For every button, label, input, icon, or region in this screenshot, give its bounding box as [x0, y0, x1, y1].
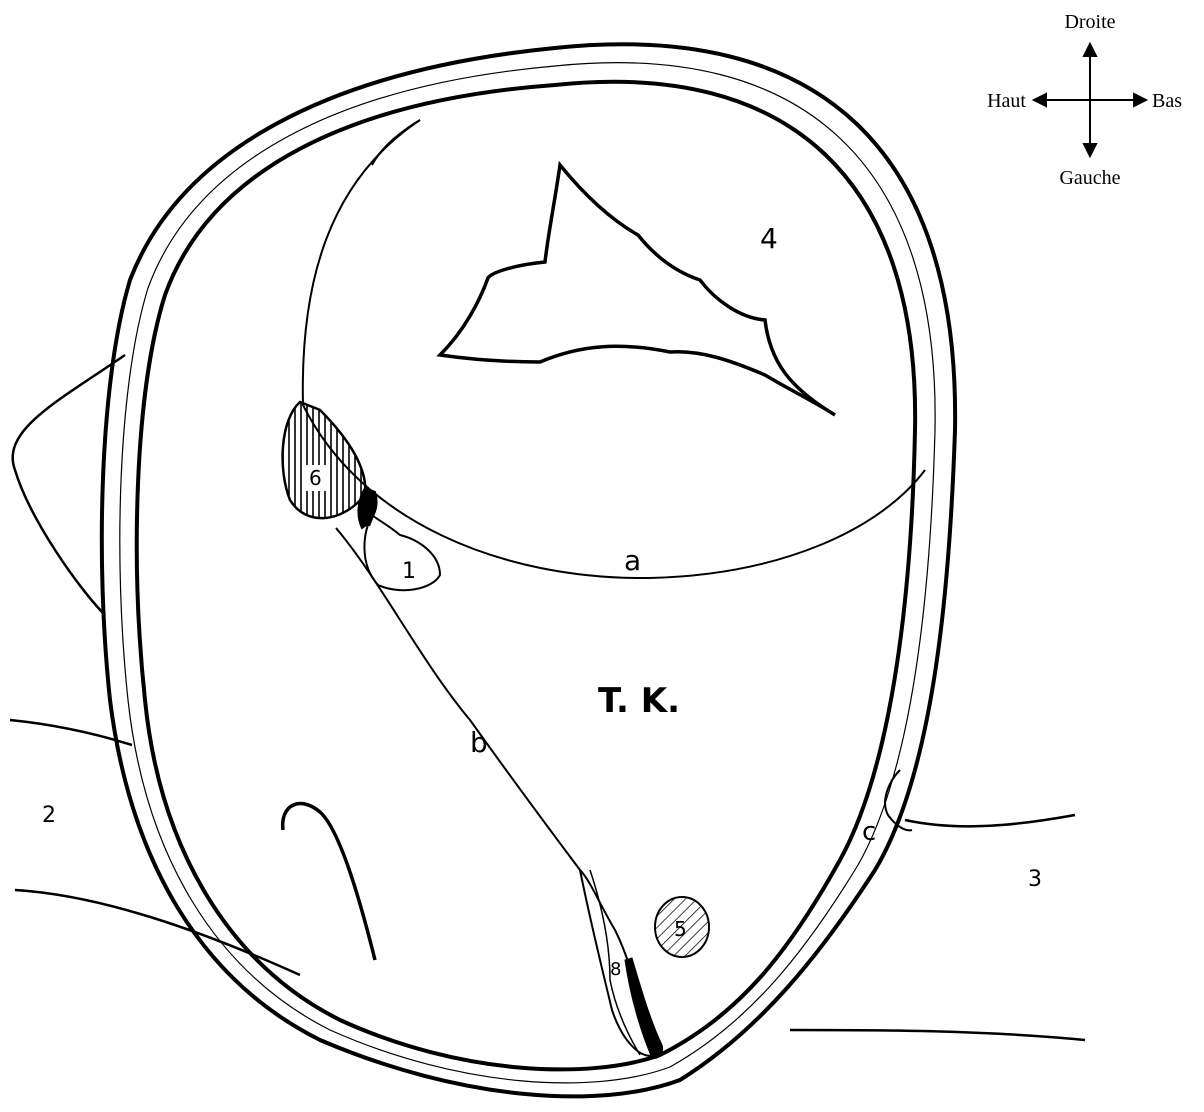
compass-bottom-label: Gauche: [1059, 167, 1120, 189]
label-5: 5: [674, 917, 687, 941]
label-2: 2: [42, 803, 56, 828]
label-1: 1: [402, 559, 416, 584]
wall-inner-layer: [120, 63, 935, 1083]
label-8: 8: [610, 959, 621, 980]
label-6: 6: [309, 466, 322, 490]
label-3: 3: [1028, 867, 1042, 892]
ring-top-line: [372, 120, 420, 165]
striated-nodule-6: [283, 402, 366, 518]
right-lower-band: [790, 1030, 1085, 1040]
ring-structure-4: [303, 120, 925, 578]
arrow-left-icon: [1034, 94, 1046, 106]
orientation-compass: [1034, 44, 1146, 156]
septum-upper: [336, 528, 580, 870]
label-b: b: [470, 726, 488, 759]
arrow-up-icon: [1084, 44, 1096, 56]
label-4: 4: [760, 222, 778, 255]
ring-outline: [303, 120, 925, 578]
hook-curve: [283, 804, 375, 960]
septum-line-b: [336, 528, 655, 1056]
label-a: a: [624, 544, 641, 577]
external-structures: [10, 355, 1085, 1040]
right-upper-band: [905, 815, 1075, 826]
nodule-6-shape: [283, 402, 366, 518]
compass-left-label: Haut: [987, 90, 1026, 112]
cavity-walls: [102, 44, 955, 1096]
label-c: c: [862, 817, 876, 847]
triangular-opening: [440, 165, 835, 415]
compass-top-label: Droite: [1064, 11, 1115, 33]
arrow-down-icon: [1084, 144, 1096, 156]
arrow-right-icon: [1134, 94, 1146, 106]
inner-wall: [137, 82, 915, 1070]
outer-wall: [102, 44, 955, 1096]
compass-right-label: Bas: [1152, 90, 1182, 112]
label-7: 7: [365, 510, 376, 531]
label-center: T. K.: [598, 681, 680, 721]
